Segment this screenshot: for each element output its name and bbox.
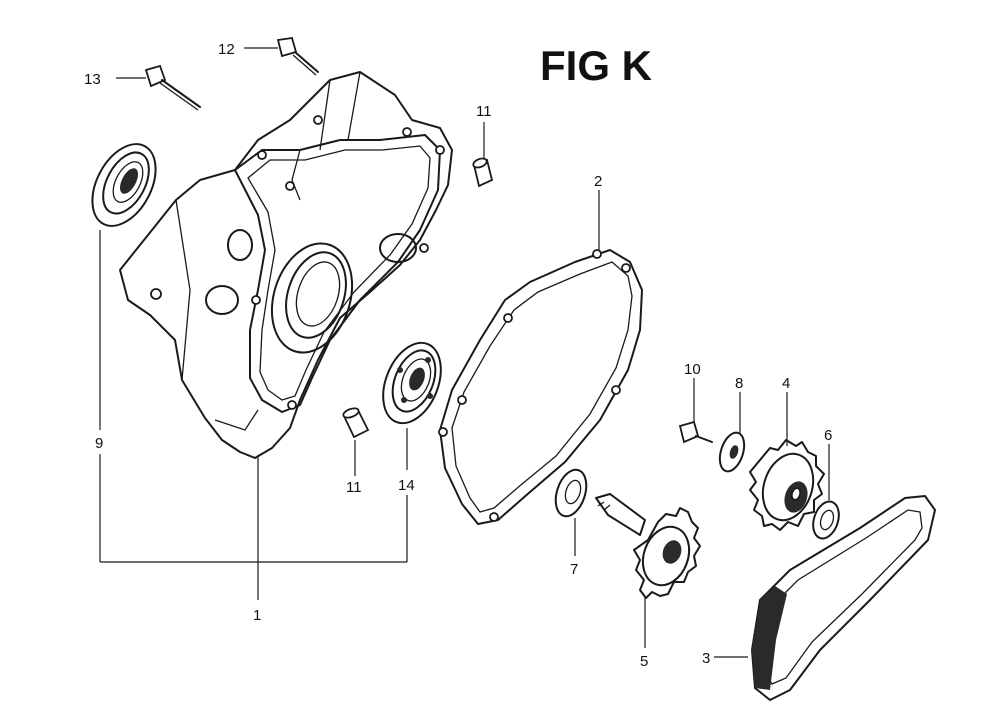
- bolt-10: [678, 420, 713, 444]
- callout-9: 9: [95, 435, 103, 452]
- bolt-12: [276, 36, 319, 76]
- washer-6: [812, 500, 840, 540]
- sprocket-shaft-5: [595, 493, 701, 599]
- callout-labels: 13 12 11 2 9 11 14 1 7 5 10 8 4 6 3: [84, 41, 832, 670]
- callout-4: 4: [782, 375, 790, 392]
- leader-lines: [99, 47, 830, 658]
- callout-14: 14: [398, 477, 415, 494]
- callout-6: 6: [824, 427, 832, 444]
- bolt-13: [144, 64, 201, 111]
- chain-3: [751, 495, 936, 701]
- dowel-pin-11-bottom: [342, 407, 370, 439]
- callout-7: 7: [570, 561, 578, 578]
- bearing-14: [382, 341, 442, 425]
- callout-13: 13: [84, 71, 101, 88]
- callout-5: 5: [640, 653, 648, 670]
- dowel-pin-11-top: [472, 157, 494, 188]
- callout-2: 2: [594, 173, 602, 190]
- callout-12: 12: [218, 41, 235, 58]
- callout-10: 10: [684, 361, 701, 378]
- figure-title: FIG K: [540, 42, 652, 89]
- callout-8: 8: [735, 375, 743, 392]
- washer-7: [554, 468, 588, 518]
- case-cover-1: [119, 71, 453, 459]
- washer-8: [718, 431, 746, 473]
- sprocket-4: [749, 439, 825, 531]
- callout-3: 3: [702, 650, 710, 667]
- callout-11-top: 11: [476, 103, 492, 120]
- callout-11-bottom: 11: [346, 479, 362, 496]
- oil-seal-9: [91, 143, 157, 227]
- callout-1: 1: [253, 607, 261, 624]
- gasket-2: [438, 249, 643, 525]
